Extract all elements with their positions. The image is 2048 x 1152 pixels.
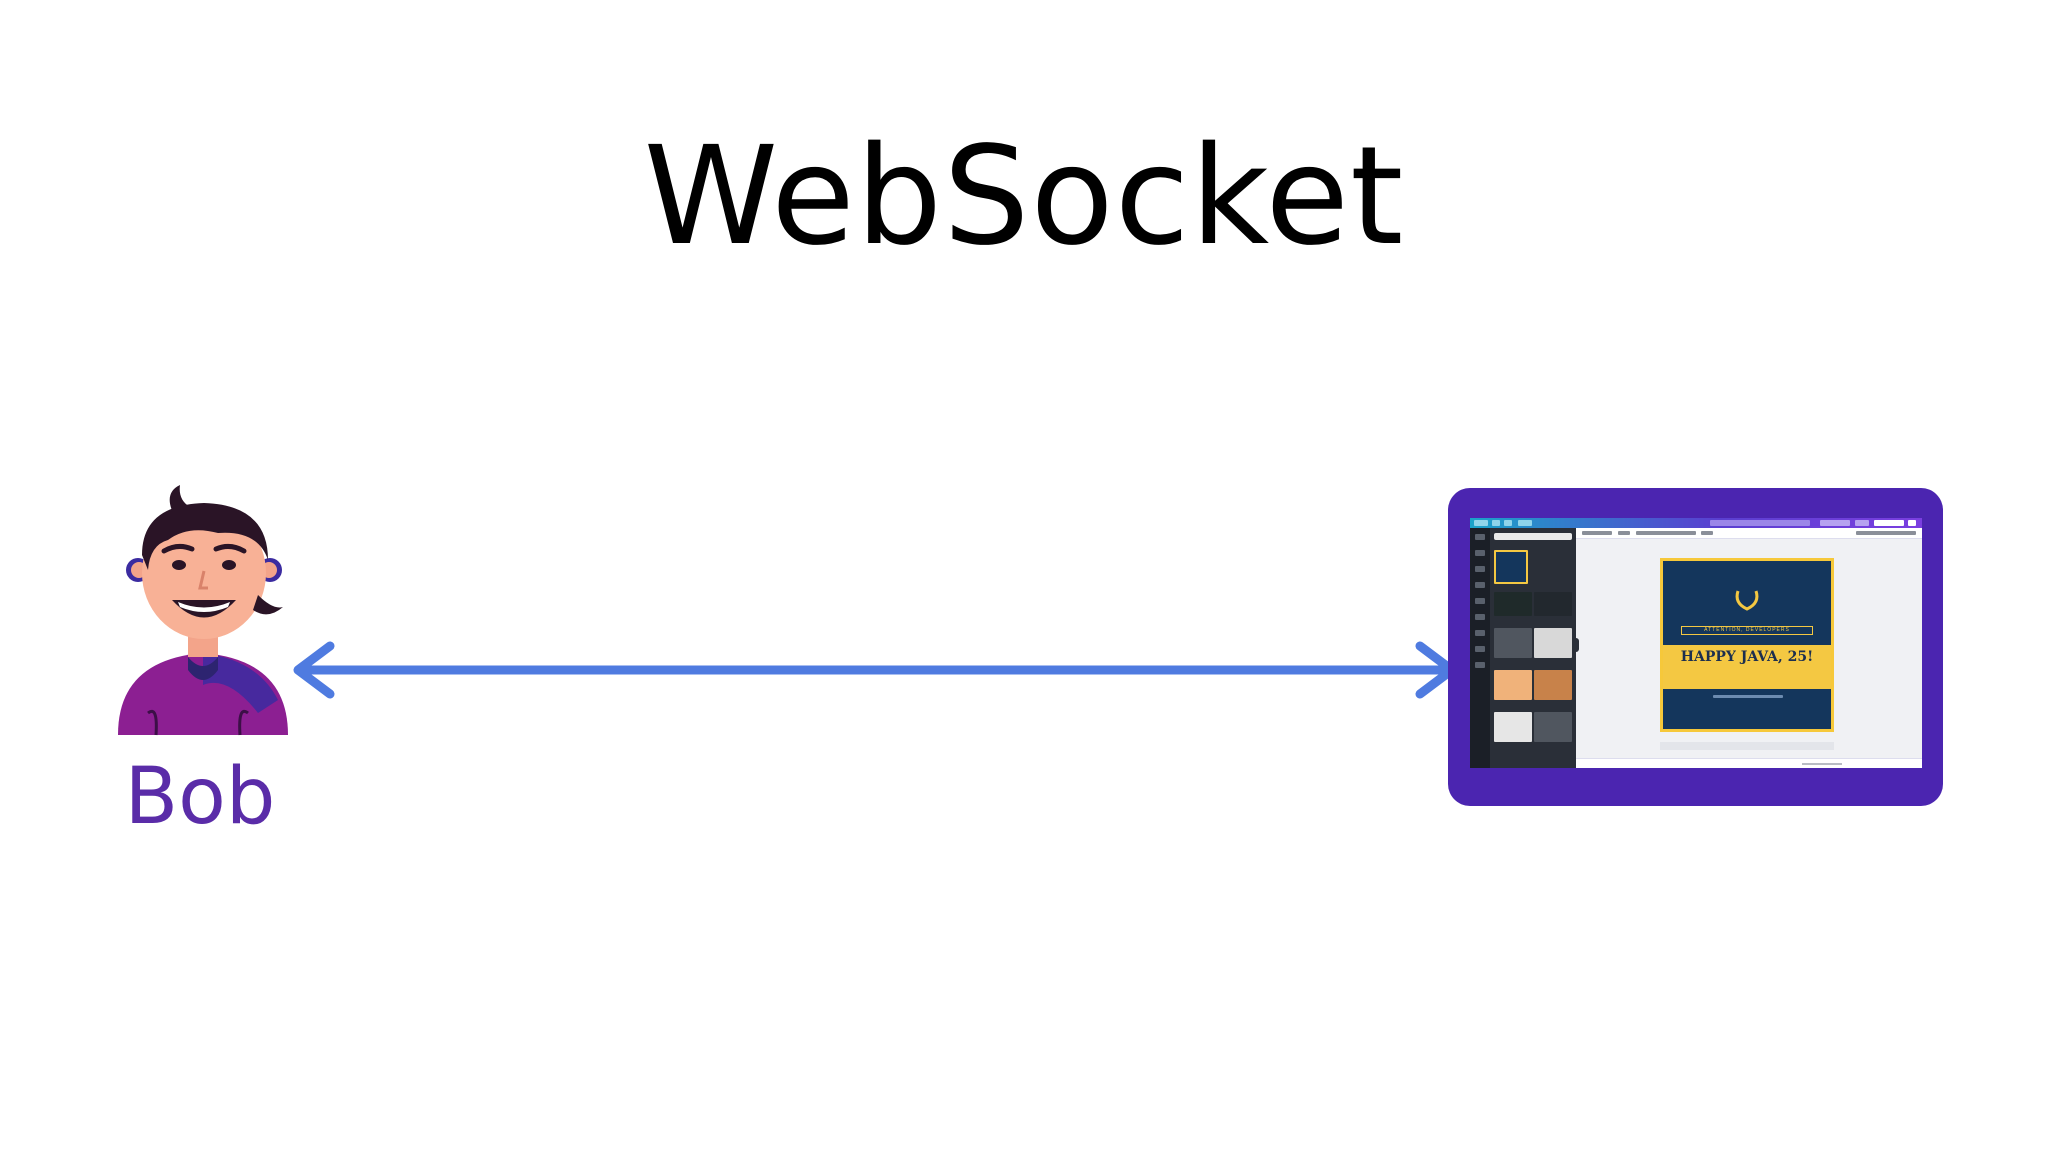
laurel-icon <box>1732 587 1762 613</box>
design-band: HAPPY JAVA, 25! <box>1663 645 1831 689</box>
diagram-title: WebSocket <box>0 118 2048 276</box>
design-canvas: ATTENTION, DEVELOPERS HAPPY JAVA, 25! <box>1660 558 1834 732</box>
user-name: Bob <box>100 752 300 842</box>
app-bottom-bar <box>1576 758 1922 768</box>
app-screenshot: ATTENTION, DEVELOPERS HAPPY JAVA, 25! <box>1470 518 1922 768</box>
bidirectional-arrow <box>290 640 1462 700</box>
app-toolbar <box>1576 528 1922 539</box>
user-avatar <box>108 485 298 750</box>
template-panel <box>1490 528 1576 768</box>
person-illustration <box>108 485 298 750</box>
app-sidebar <box>1470 528 1490 768</box>
app-top-bar <box>1470 518 1922 528</box>
server-device: ATTENTION, DEVELOPERS HAPPY JAVA, 25! <box>1448 488 1943 806</box>
design-banner: ATTENTION, DEVELOPERS <box>1681 626 1813 635</box>
design-headline: HAPPY JAVA, 25! <box>1663 650 1831 665</box>
